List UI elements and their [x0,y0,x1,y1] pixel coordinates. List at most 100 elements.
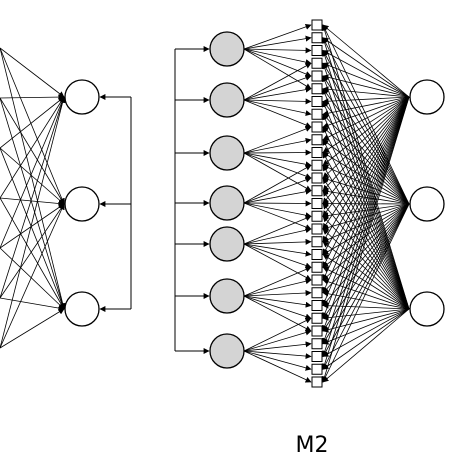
hidden-square-edge-1-4 [243,74,312,101]
hidden-square-edge-1-5 [243,86,312,101]
output-square-edge-1-18 [322,203,410,255]
hidden-square-edge-5-22 [243,295,312,308]
output-square-edge-2-25 [322,308,410,345]
hidden-node-3 [209,185,245,221]
hidden-square-edge-6-28 [243,350,312,383]
output-square-edge-1-16 [322,203,410,231]
hidden-square-edge-0-0 [243,23,312,50]
output-square-edge-2-23 [322,308,410,321]
hidden-square-edge-3-12 [243,177,312,204]
output-square-edge-0-0 [322,24,410,98]
output-square-edge-1-25 [322,203,410,345]
output-square-edge-0-4 [322,74,410,98]
output-square-edge-2-5 [322,88,410,310]
output-square-edge-0-21 [322,96,410,294]
output-square-edge-0-5 [322,86,410,98]
output-square-edge-2-2 [321,49,410,310]
output-square-edge-1-6 [322,101,410,205]
output-square-edge-0-23 [322,96,410,319]
output-square-edge-0-10 [322,96,410,153]
hidden-square-edge-4-15 [243,215,312,245]
output-square-edge-2-20 [322,278,410,310]
hidden-square-edge-5-19 [243,266,312,297]
hidden-square-edge-3-16 [243,202,312,230]
right-output-node-2 [409,291,445,327]
output-square-edge-1-23 [322,203,410,319]
output-square-edge-0-12 [322,96,410,179]
output-square-edge-2-26 [322,308,410,357]
square-unit-25 [311,338,323,350]
output-square-edge-1-11 [322,164,410,205]
square-unit-8 [311,121,323,133]
hidden-square-edge-0-3 [243,48,312,66]
square-unit-12 [311,172,323,184]
left-edge-0-2 [0,96,65,149]
left-edge-0-1 [0,94,65,101]
left-output-node-2 [64,291,100,327]
left-edge-2-1 [0,97,66,310]
output-square-edge-0-1 [322,37,410,98]
hidden-node-5 [209,278,245,314]
left-edge-1-3 [0,197,65,207]
hidden-node-2 [209,135,245,171]
output-square-edge-0-13 [322,96,410,192]
hidden-square-edge-3-11 [243,164,312,204]
square-unit-24 [311,325,323,337]
left-edge-1-6 [0,203,65,349]
output-square-edge-1-26 [322,203,410,358]
hidden-square-edge-2-8 [243,126,312,154]
hidden-square-edge-3-15 [243,202,312,219]
square-unit-23 [311,312,323,324]
left-feedback-bus [99,94,132,312]
output-square-edge-2-1 [321,37,410,310]
output-square-edge-2-8 [322,126,410,310]
left-output-node-1 [64,186,100,222]
hidden-square-edge-6-27 [243,350,312,371]
output-square-edge-1-5 [322,88,410,205]
output-square-edge-2-18 [322,254,410,310]
hidden-to-square-edges [243,23,312,383]
output-square-edge-1-17 [322,203,410,243]
left-edge-1-2 [0,147,65,205]
output-square-edge-0-15 [322,96,410,217]
hidden-square-edge-2-13 [243,152,312,192]
hidden-square-edge-3-14 [243,200,312,207]
output-square-edge-0-25 [321,96,410,345]
square-unit-13 [311,185,323,197]
output-square-edge-2-10 [322,151,410,310]
hidden-square-edge-0-1 [243,35,312,50]
output-square-edge-0-8 [322,96,410,129]
output-square-edge-1-2 [322,49,410,205]
output-square-edge-0-2 [322,50,410,98]
output-square-edge-0-7 [322,96,410,117]
output-square-edge-2-11 [322,164,410,310]
square-unit-18 [311,249,323,260]
output-square-edge-0-22 [322,96,410,307]
left-edge-2-6 [0,308,65,349]
output-square-edge-0-11 [322,96,410,166]
output-to-square-edges [321,24,410,383]
hidden-square-edge-4-16 [243,227,312,245]
square-unit-10 [311,147,323,158]
output-square-edge-1-13 [322,188,410,205]
square-unit-1 [311,32,323,44]
hidden-square-edge-0-2 [243,47,312,54]
output-square-edge-0-3 [322,62,410,98]
hidden-node-1 [209,82,245,118]
output-square-edge-1-27 [322,203,410,370]
left-edge-0-5 [0,96,66,299]
square-unit-17 [311,236,323,248]
output-square-edge-1-7 [322,113,410,205]
hidden-square-edge-4-19 [243,243,312,269]
hidden-square-edge-5-23 [243,295,312,320]
hidden-square-edge-4-18 [243,243,312,257]
right-output-node-0 [409,79,445,115]
square-unit-20 [311,274,323,286]
hidden-square-edge-1-6 [243,98,312,105]
square-unit-7 [311,108,323,120]
output-square-edge-2-9 [322,139,410,310]
square-unit-22 [311,300,323,311]
output-square-edge-1-22 [322,203,410,306]
hidden-square-edge-4-17 [243,238,312,245]
square-unit-0 [311,19,323,31]
